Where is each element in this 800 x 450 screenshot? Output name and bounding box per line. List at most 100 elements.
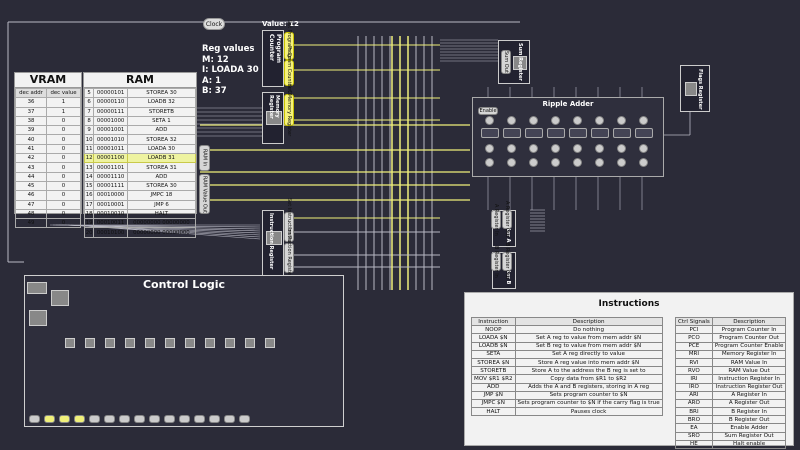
control-signal-pin	[164, 415, 175, 423]
ram-value: STOREA 32	[126, 134, 197, 145]
adder-output-pin	[639, 144, 648, 153]
reg-value-a: A: 1	[202, 75, 222, 86]
signal-description: A Register Out	[711, 398, 787, 409]
reg-value-m: M: 12	[202, 54, 229, 65]
adder-carry-pin	[639, 158, 648, 167]
b-register-out-tag[interactable]: B Register Out	[502, 243, 512, 280]
instr-header-description: Description	[514, 316, 663, 327]
instruction-name: JMPC $N	[471, 398, 516, 409]
b-register-in-tag[interactable]: B Register In	[491, 245, 501, 278]
vram-addr: 36	[14, 97, 48, 108]
set-memory-register-tag[interactable]: Set Memory Register	[284, 83, 294, 137]
ram-value: ADD	[126, 125, 197, 136]
vram-addr: 44	[14, 171, 48, 182]
ram-binary: 00001010	[93, 134, 128, 145]
vram-value: 1	[46, 106, 81, 117]
adder-input-pin	[551, 116, 560, 125]
ram-in-tag[interactable]: RAM In	[199, 145, 210, 171]
vram-addr: 40	[14, 134, 48, 145]
ripple-adder: Ripple Adder Enable	[472, 97, 664, 177]
a-register-out-tag[interactable]: A Register Out	[502, 201, 512, 238]
adder-carry-pin	[485, 158, 494, 167]
signal-code: PCI	[675, 325, 713, 335]
reg-value-i: I: LOADA 30	[202, 65, 259, 75]
memory-register-label: Memory Register	[268, 95, 280, 119]
vram-value: 1	[46, 97, 81, 108]
ram-value: 00000000 00000000	[126, 218, 197, 229]
signal-code: ARI	[675, 390, 713, 400]
ripple-adder-title: Ripple Adder	[542, 100, 594, 108]
vram-addr: 41	[14, 143, 48, 155]
adder-enable-tag[interactable]: Enable	[478, 107, 498, 115]
signal-code: MRI	[675, 349, 713, 359]
instruction-description: Set A reg to value from mem addr $N	[514, 333, 663, 343]
clock-button[interactable]: Clock	[203, 18, 225, 30]
adder-output-pin	[551, 144, 560, 153]
ram-binary: 00010100	[93, 227, 128, 238]
ram-value: HALT	[126, 208, 197, 220]
decoder-gate	[105, 338, 115, 348]
control-signal-pin	[104, 415, 115, 423]
signal-description: Sum Register Out	[711, 431, 787, 441]
a-register-in-tag[interactable]: A Register In	[491, 203, 501, 236]
ram-addr: 11	[83, 143, 95, 155]
control-signal-pin	[134, 415, 145, 423]
ram-value-out-tag[interactable]: RAM Value Out	[199, 174, 210, 214]
instruction-register-chip	[266, 231, 282, 245]
instruction-register-label: Instruction Register	[268, 213, 274, 270]
decoder-gate	[265, 338, 275, 348]
vram-value: 0	[46, 153, 81, 164]
instruction-name: STOREA $N	[471, 357, 516, 368]
instruction-description: Store A to the address the B reg is set …	[514, 366, 663, 376]
vram-addr: 38	[14, 115, 48, 127]
control-signal-pin	[119, 415, 130, 423]
signal-code: ARO	[675, 398, 713, 409]
instr-header-instruction: Instruction	[471, 316, 516, 327]
instruction-register-out-tag[interactable]: Instruction Register Out	[284, 228, 294, 288]
vram-addr: 47	[14, 199, 48, 210]
ram-addr: 13	[83, 162, 95, 173]
set-instruction-register-tag[interactable]: Set Instruction Register	[284, 197, 294, 257]
sum-out-tag[interactable]: Sum Out	[501, 50, 511, 74]
full-adder-cell	[503, 128, 521, 138]
decoder-gate	[65, 338, 75, 348]
control-signal-pin	[44, 415, 55, 423]
program-counter-out-tag[interactable]: Program Counter Out	[284, 46, 294, 100]
ram-binary: 00000110	[93, 97, 128, 108]
decoder-gate	[165, 338, 175, 348]
decoder-gate	[185, 338, 195, 348]
adder-input-pin	[639, 116, 648, 125]
vram-addr: 42	[14, 153, 48, 164]
instruction-description: Adds the A and B registers, storing in A…	[514, 382, 663, 392]
ram-binary: 00001111	[93, 180, 128, 192]
set-program-counter-tag[interactable]: Set Program Counter	[284, 19, 294, 73]
adder-output-pin	[573, 144, 582, 153]
signal-description: Program Counter Enable	[711, 341, 787, 351]
ram-addr: 8	[83, 115, 95, 127]
decoder-gate	[125, 338, 135, 348]
